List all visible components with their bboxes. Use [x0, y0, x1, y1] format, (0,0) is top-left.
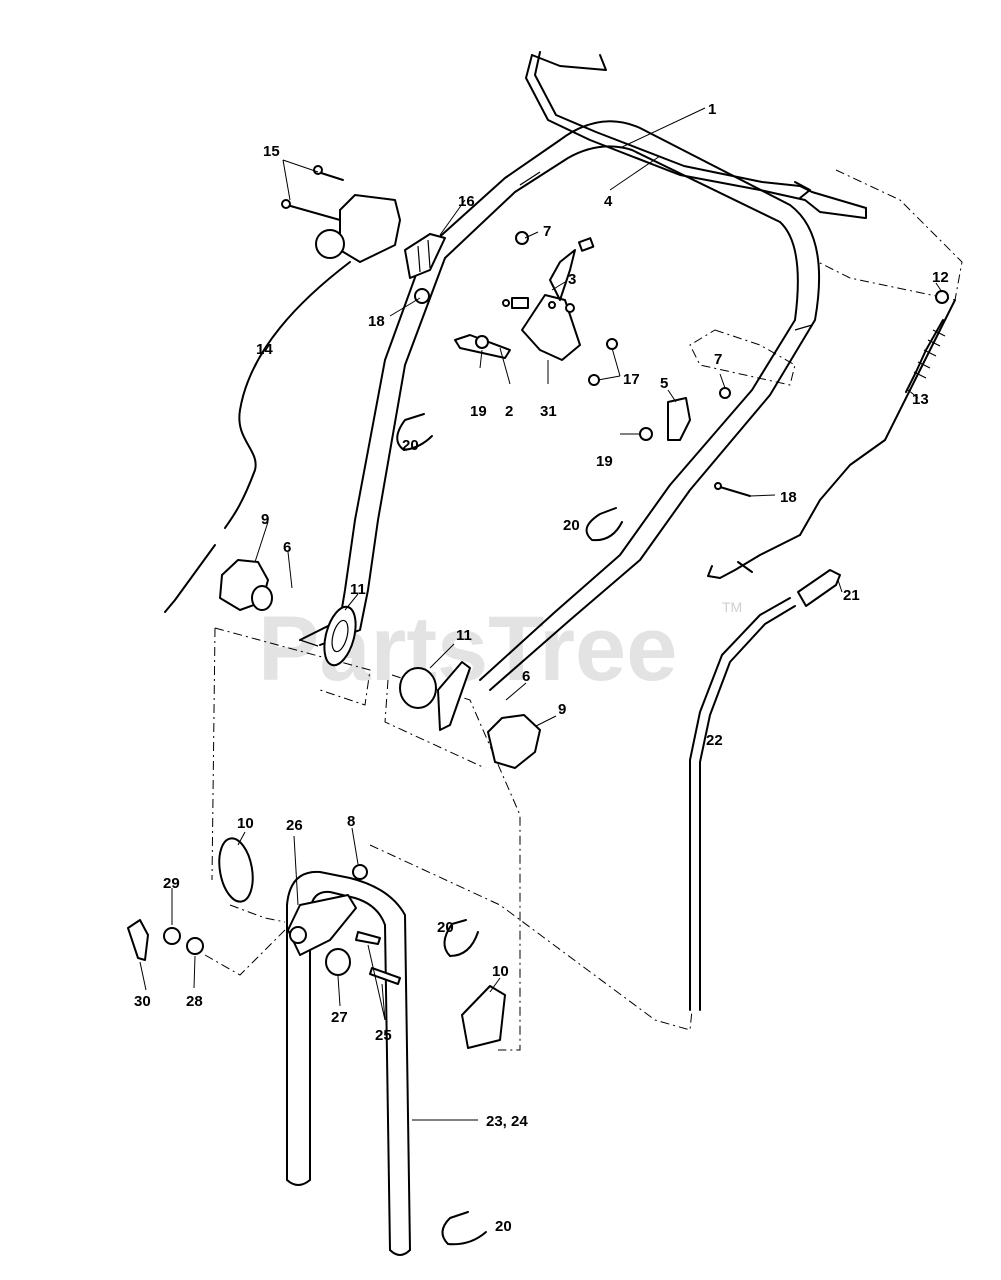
assembly-outlines — [204, 169, 963, 1051]
callout-23-24: 23, 24 — [486, 1113, 528, 1130]
callout-12: 12 — [932, 269, 949, 286]
callout-11-right: 11 — [456, 627, 472, 644]
callout-9-left: 9 — [261, 511, 269, 528]
callout-15: 15 — [263, 143, 280, 160]
callout-18-right: 18 — [780, 489, 797, 506]
callout-28: 28 — [186, 993, 203, 1010]
callout-1: 1 — [708, 101, 716, 118]
callout-3: 3 — [568, 271, 576, 288]
callout-10-right: 10 — [492, 963, 509, 980]
control-bracket — [414, 231, 618, 386]
callout-11-left: 11 — [350, 581, 366, 598]
wheel-left — [323, 605, 357, 667]
callout-2: 2 — [505, 403, 513, 420]
callout-7-right: 7 — [714, 351, 722, 368]
control-bail — [525, 51, 867, 219]
lower-clamp-hardware — [127, 837, 506, 1049]
wheel-right — [399, 661, 471, 731]
callout-27: 27 — [331, 1009, 348, 1026]
knob-right — [487, 714, 541, 769]
watermark: PartsTree — [258, 598, 677, 700]
callout-5: 5 — [660, 375, 668, 392]
right-hardware — [639, 387, 751, 497]
throttle-cable — [164, 261, 351, 613]
control-housing — [281, 165, 446, 279]
callout-21: 21 — [843, 587, 860, 604]
callout-19-left: 19 — [470, 403, 487, 420]
callout-8: 8 — [347, 813, 355, 830]
callout-14: 14 — [256, 341, 273, 358]
callout-20-c: 20 — [437, 919, 454, 936]
callout-29: 29 — [163, 875, 180, 892]
callout-6-left: 6 — [283, 539, 291, 556]
callout-25: 25 — [375, 1027, 392, 1044]
callout-9-right: 9 — [558, 701, 566, 718]
callout-6-right: 6 — [522, 668, 530, 685]
clips — [396, 413, 623, 1246]
leader-lines — [139, 107, 943, 1121]
callout-labels: 1 2 3 4 5 6 6 7 7 8 9 9 10 10 11 11 12 1… — [134, 101, 949, 1235]
engagement-cable — [707, 290, 956, 579]
callout-10-left: 10 — [237, 815, 254, 832]
callout-26: 26 — [286, 817, 303, 834]
callout-16: 16 — [458, 193, 475, 210]
callout-22: 22 — [706, 732, 723, 749]
upper-handle — [299, 120, 821, 691]
knob-left — [219, 559, 273, 611]
callout-20-d: 20 — [495, 1218, 512, 1235]
callout-31: 31 — [540, 403, 557, 420]
callout-17: 17 — [623, 371, 640, 388]
watermark-trademark: TM — [722, 599, 742, 615]
callout-20-b: 20 — [563, 517, 580, 534]
callout-30: 30 — [134, 993, 151, 1010]
callout-4: 4 — [604, 193, 613, 210]
lower-rod — [689, 569, 841, 1011]
callout-20-a: 20 — [402, 437, 419, 454]
callout-13: 13 — [912, 391, 929, 408]
callout-19-right: 19 — [596, 453, 613, 470]
callout-7-top: 7 — [543, 223, 551, 240]
callout-18-left: 18 — [368, 313, 385, 330]
